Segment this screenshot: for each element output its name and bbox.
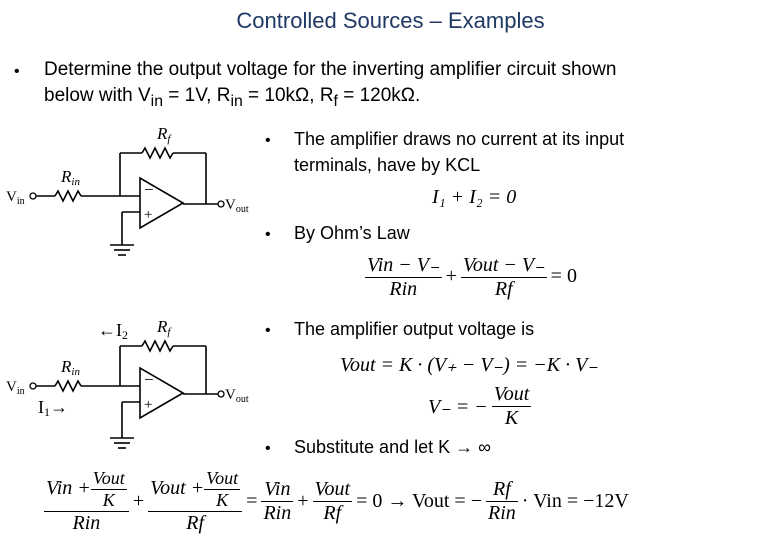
intro-line-2: below with Vin = 1V, Rin = 10kΩ, Rf = 12… bbox=[44, 85, 421, 110]
vout-terminal bbox=[217, 200, 225, 208]
rin-resistor bbox=[54, 189, 82, 203]
rf-resistor bbox=[141, 146, 174, 160]
bullet-dot: • bbox=[265, 322, 271, 339]
bullet-dot: • bbox=[265, 226, 271, 243]
rin-label: Rin bbox=[60, 357, 80, 378]
fraction: Vin − V₋Rin bbox=[365, 254, 442, 300]
bullet-dot: • bbox=[14, 63, 20, 80]
plus-sign: + bbox=[144, 207, 152, 223]
intro-text: Determine the output voltage for the inv… bbox=[44, 57, 774, 115]
vin-terminal bbox=[29, 192, 37, 200]
fraction: Vout − V₋Rf bbox=[460, 254, 547, 300]
vout-label: Vout bbox=[225, 387, 249, 405]
intro-line-1: Determine the output voltage for the inv… bbox=[44, 59, 617, 80]
rin-label: Rin bbox=[60, 167, 80, 188]
bullet-dot: • bbox=[265, 132, 271, 149]
bullet-kcl: The amplifier draws no current at its in… bbox=[294, 129, 625, 175]
bullet-output: The amplifier output voltage is bbox=[294, 319, 535, 339]
rin-resistor bbox=[54, 379, 82, 393]
plus-sign: + bbox=[144, 397, 152, 413]
op-amp-triangle bbox=[139, 366, 185, 420]
vin-label: Vin bbox=[6, 379, 25, 397]
i1-current-label: I1→ bbox=[38, 397, 68, 419]
bullet-ohm: By Ohm’s Law bbox=[294, 223, 410, 243]
bullet-substitute: Substitute and let K → ∞ bbox=[294, 437, 491, 457]
inverting-amplifier-circuit-currents: − + Rf ←I2 Rin Vin I1→ Vout bbox=[6, 317, 249, 449]
vout-gain-equation: Vout = K · (V₊ − V₋) = −K · V₋ bbox=[340, 354, 598, 376]
minus-sign: − bbox=[144, 180, 154, 199]
inverting-amplifier-circuit: − + Rf Rin Vin Vout bbox=[6, 124, 249, 256]
vout-label: Vout bbox=[225, 197, 249, 215]
bullet-dot: • bbox=[265, 440, 271, 457]
i2-current-label: ←I2 bbox=[98, 320, 128, 342]
page-title: Controlled Sources – Examples bbox=[236, 8, 545, 33]
kcl-equation: I₁ + I₂ = 0 bbox=[432, 186, 517, 208]
ohm-equation: Vin − V₋Rin + Vout − V₋Rf = 0 bbox=[365, 254, 577, 300]
op-amp-triangle bbox=[139, 176, 185, 230]
vin-terminal bbox=[29, 382, 37, 390]
vout-terminal bbox=[217, 390, 225, 398]
rf-resistor bbox=[141, 339, 174, 353]
vin-label: Vin bbox=[6, 189, 25, 207]
rf-label: Rf bbox=[156, 124, 172, 145]
minus-sign: − bbox=[144, 370, 154, 389]
rf-label: Rf bbox=[156, 317, 172, 338]
